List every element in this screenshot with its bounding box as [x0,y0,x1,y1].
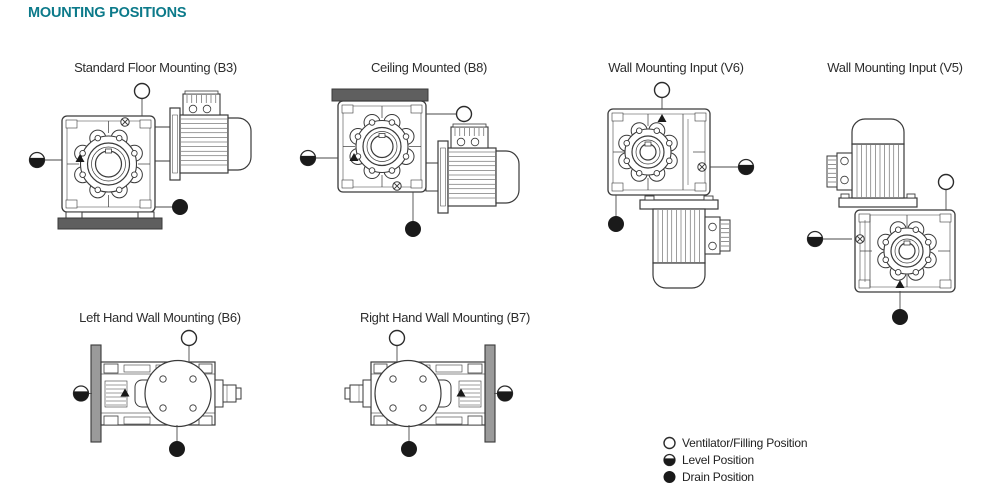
gearbox-drawing-v6 [607,81,755,289]
plug-marker-icon [120,388,130,397]
plug-marker-icon [456,388,466,397]
wall [484,344,496,443]
diagram-title-b6: Left Hand Wall Mounting (B6) [79,310,241,325]
level-symbol [737,158,755,176]
diagram-title-v5: Wall Mounting Input (V5) [827,60,963,75]
level-symbol [806,230,824,248]
level-symbol [299,149,317,167]
drain-icon [663,471,676,483]
drain-symbol [172,199,188,215]
legend-item-drain: Drain Position [662,468,807,485]
level-symbol [663,453,676,467]
diagram-ceiling-mounted-b8: Ceiling Mounted (B8) [299,60,558,241]
drain-symbol [892,309,908,325]
gearbox-drawing-b7 [344,329,514,457]
diagram-title-b7: Right Hand Wall Mounting (B7) [359,310,530,325]
diagram-title-b3: Standard Floor Mounting (B3) [74,60,237,75]
plug-icon [120,117,130,127]
wall [90,344,102,443]
level-symbol [72,385,90,402]
gearbox-drawing-v5 [806,118,956,325]
ventilator-symbol [937,173,955,191]
level-symbol [28,151,46,169]
motor [639,195,731,289]
drain-symbol [608,216,624,232]
drain-symbol [663,471,676,483]
ventilator-icon [663,436,676,450]
floor-plate [57,217,163,230]
legend-item-level: Level Position [662,451,807,468]
motor [437,123,520,214]
legend-item-label: Ventilator/Filling Position [682,435,808,450]
plug-icon [855,234,865,244]
diagram-right-hand-wall-mounting-b7: Right Hand Wall Mounting (B7) [330,310,560,461]
plug-marker-icon [75,154,85,162]
legend: Ventilator/Filling Position Level Positi… [662,434,808,485]
ventilator-symbol [133,82,151,100]
legend-item-ventilator: Ventilator/Filling Position [662,434,808,451]
diagram-wall-mounting-input-v6: Wall Mounting Input (V6) [582,60,770,299]
plug-icon [697,162,707,172]
diagram-standard-floor-mounting-b3: Standard Floor Mounting (B3) [28,60,283,239]
motor [826,118,918,208]
diagram-title-b8: Ceiling Mounted (B8) [370,60,488,75]
plug-marker-icon [895,280,905,288]
plug-marker-icon [657,114,667,122]
level-symbol [496,385,514,402]
diagram-title-v6: Wall Mounting Input (V6) [608,60,744,75]
ventilator-symbol [455,105,473,123]
ventilator-symbol [388,329,406,347]
diagram-left-hand-wall-mounting-b6: Left Hand Wall Mounting (B6) [58,310,262,461]
plug-marker-icon [349,153,359,161]
ventilator-symbol [663,436,676,450]
diagram-wall-mounting-input-v5: Wall Mounting Input (V5) [800,60,990,329]
ventilator-symbol [653,81,671,99]
ventilator-symbol [180,329,198,347]
plug-icon [392,181,402,191]
drain-symbol [405,221,421,237]
legend-item-label: Level Position [682,452,754,467]
gearbox-drawing-b3 [28,82,252,230]
legend-item-label: Drain Position [682,469,754,484]
page-title: MOUNTING POSITIONS [28,5,187,21]
gearbox-drawing-b6 [72,329,242,457]
drain-symbol [401,441,417,457]
gearbox-drawing-b8 [299,88,520,237]
ceiling-plate [331,88,429,102]
level-icon [663,453,676,467]
motor [169,90,252,181]
drain-symbol [169,441,185,457]
